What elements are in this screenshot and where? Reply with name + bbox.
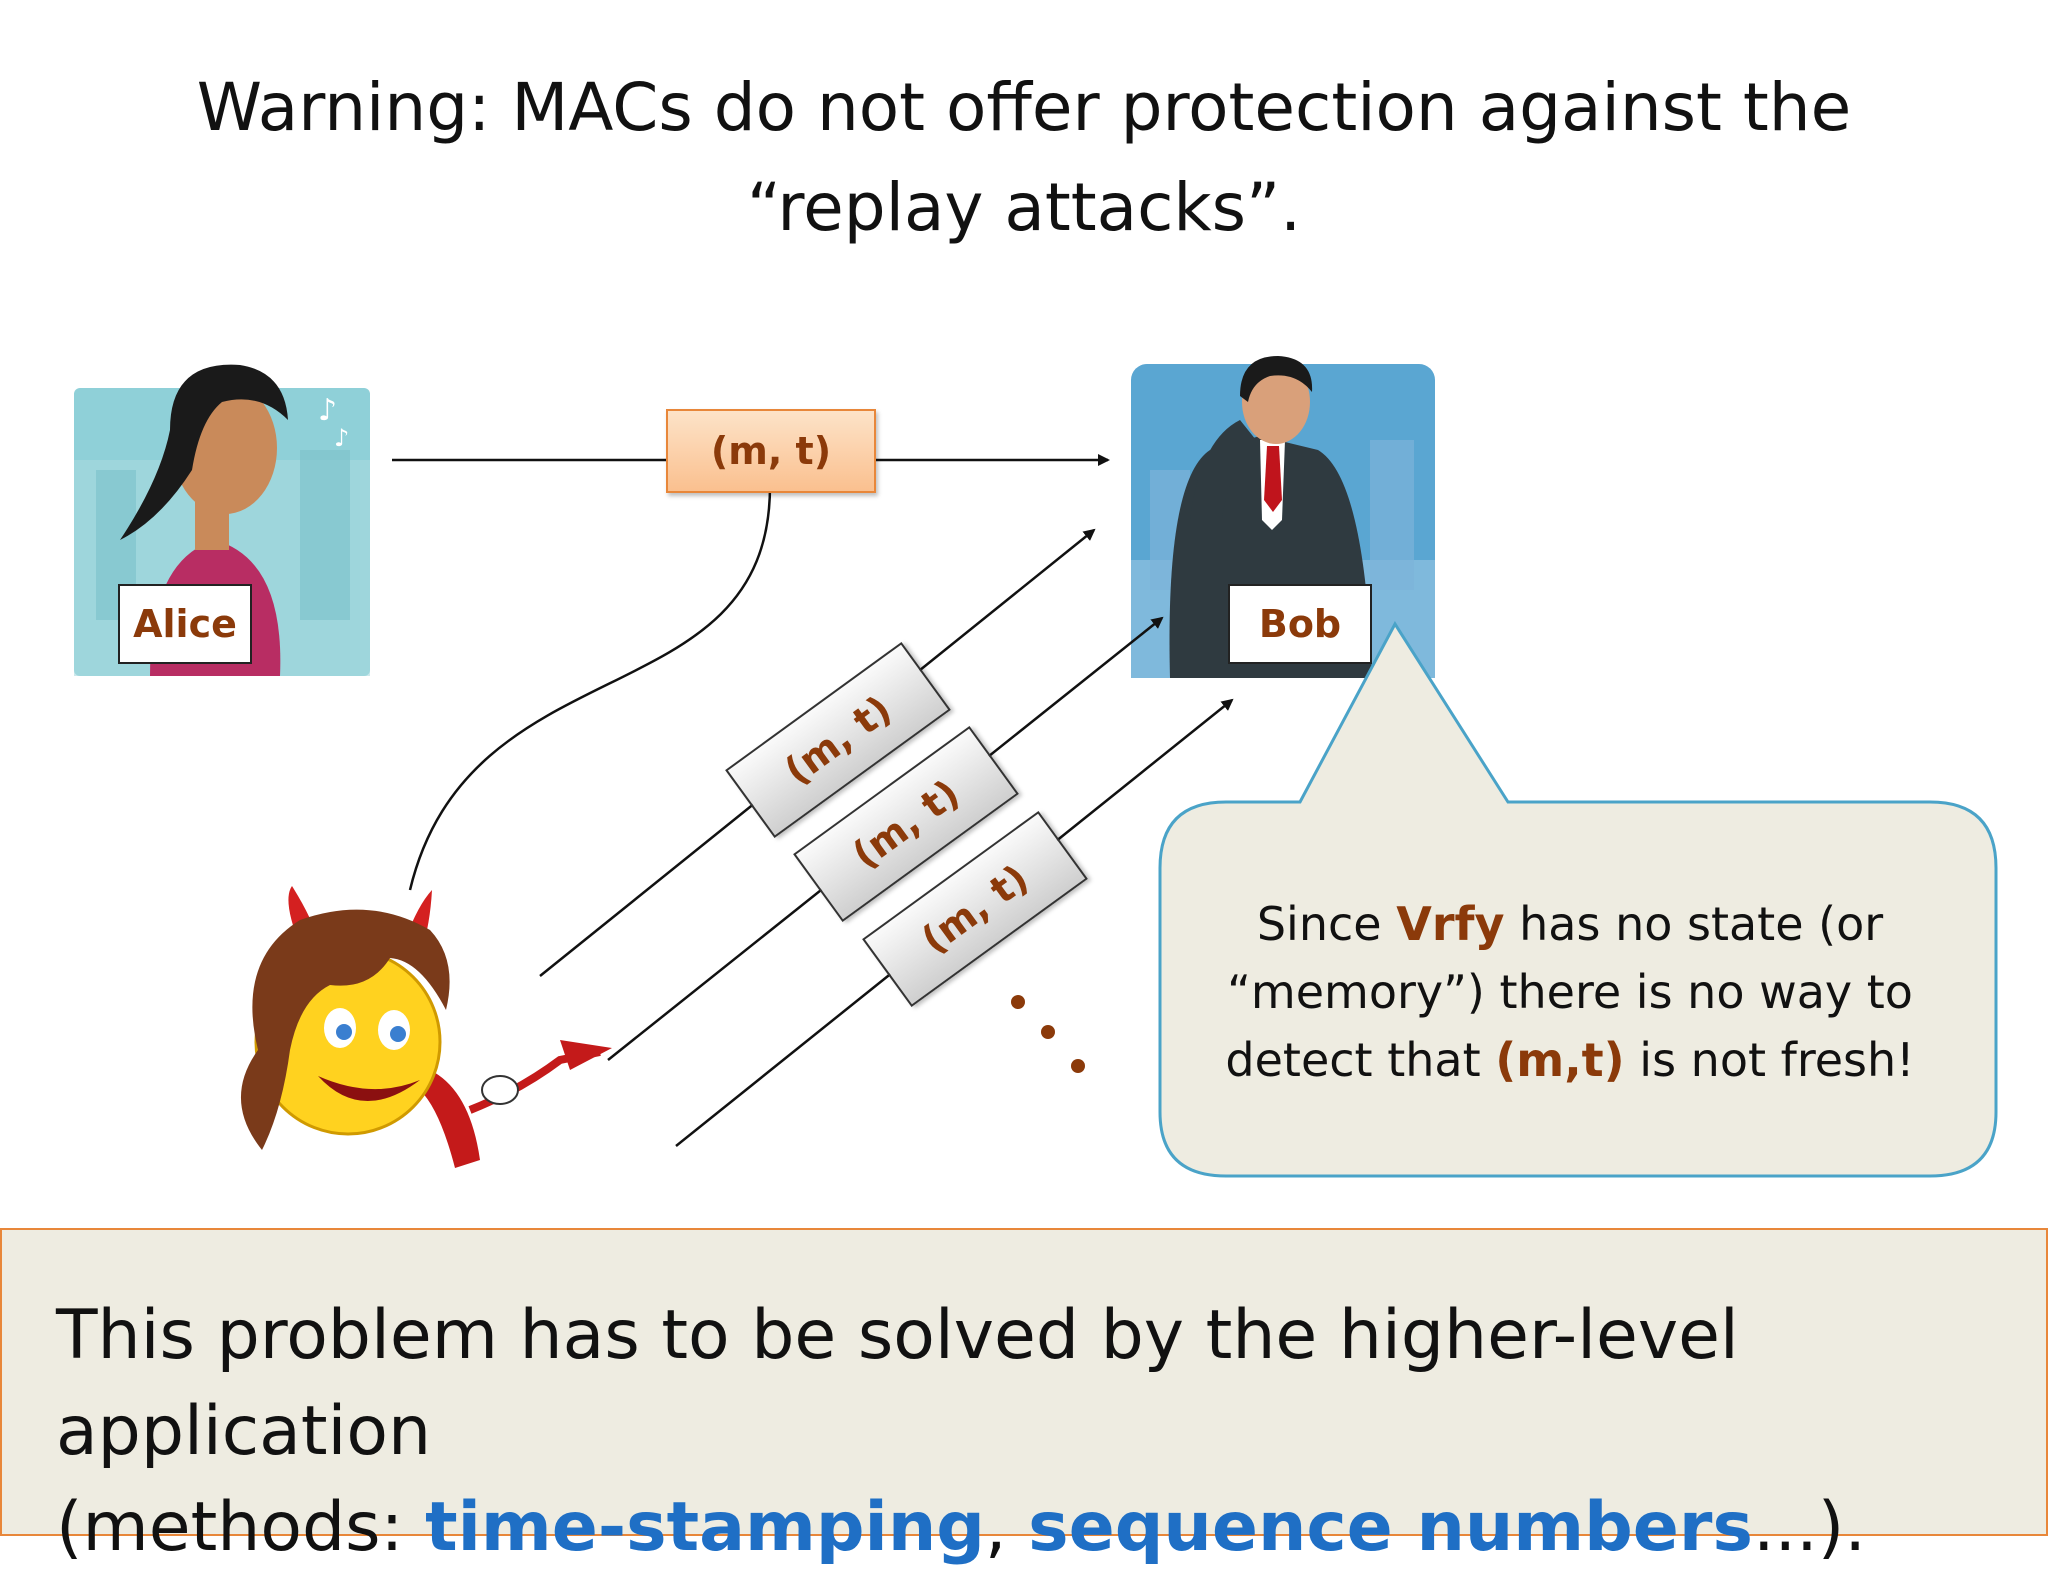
message-tag: (m, t) [666, 409, 876, 493]
bubble-line-2: “memory”) there is no way to [1227, 965, 1913, 1019]
mt-term: (m,t) [1495, 1033, 1625, 1087]
alice-label: Alice [118, 584, 252, 664]
slide-title: Warning: MACs do not offer protection ag… [0, 58, 2048, 258]
method-sequence-numbers: sequence numbers [1028, 1488, 1753, 1567]
bubble-line-3: detect that (m,t) is not fresh! [1225, 1033, 1915, 1087]
title-line-2: “replay attacks”. [746, 169, 1302, 246]
bob-label: Bob [1228, 584, 1372, 664]
title-line-1: Warning: MACs do not offer protection ag… [196, 69, 1852, 146]
method-time-stamping: time-stamping [425, 1488, 985, 1567]
conclusion-line-1: This problem has to be solved by the hig… [56, 1296, 1739, 1471]
bubble-line-1: Since Vrfy has no state (or [1256, 897, 1884, 951]
conclusion-panel [0, 1228, 2048, 1536]
vrfy-term: Vrfy [1396, 897, 1505, 951]
conclusion-line-2: (methods: time-stamping, sequence number… [56, 1488, 1866, 1567]
ellipsis-icon [1011, 995, 1085, 1073]
bubble-text: Since Vrfy has no state (or “memory”) th… [1180, 890, 1960, 1094]
conclusion-text: This problem has to be solved by the hig… [56, 1288, 2036, 1576]
alice-portrait-icon: ♪ ♪ [74, 364, 370, 676]
svg-text:♪: ♪ [318, 393, 337, 428]
interception-curve [408, 485, 772, 891]
speech-bubble [1158, 621, 1998, 1178]
svg-text:♪: ♪ [334, 424, 349, 452]
devil-adversary-icon [240, 886, 612, 1168]
